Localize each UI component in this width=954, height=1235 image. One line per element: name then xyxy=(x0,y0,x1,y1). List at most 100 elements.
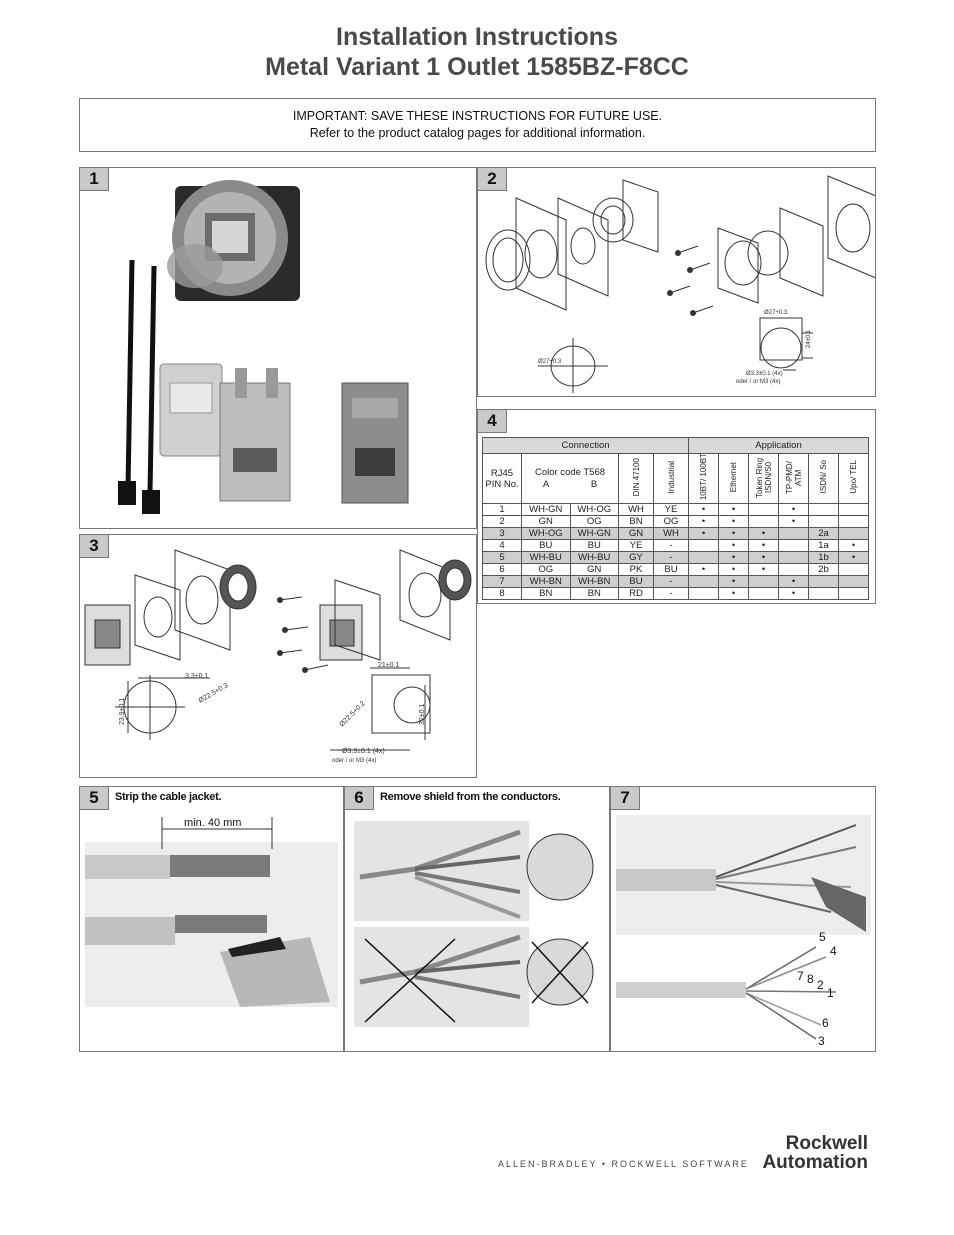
table-cell xyxy=(748,587,779,600)
table-cell: • xyxy=(838,539,869,552)
table-cell xyxy=(808,587,839,600)
table-cell xyxy=(778,551,809,564)
table-cell: - xyxy=(653,539,689,552)
table-cell: OG xyxy=(569,515,619,528)
table-cell: - xyxy=(653,551,689,564)
table-cell: PK xyxy=(618,563,654,576)
dim-d22-5b: Ø22.5+0.2 xyxy=(338,700,366,728)
table-cell: WH-GN xyxy=(569,527,619,540)
table-cell: • xyxy=(778,587,809,600)
table-cell xyxy=(838,575,869,588)
step-2-panel: 2 xyxy=(477,167,877,397)
step-7-panel: 7 5 4 7 8 2 1 6 3 xyxy=(610,786,876,1052)
table-cell: 5 xyxy=(482,551,522,564)
table-cell: 1b xyxy=(808,551,839,564)
table-cell xyxy=(838,503,869,516)
table-cell: WH-BU xyxy=(569,551,619,564)
table-cell: • xyxy=(718,575,749,588)
wire-label-1: 1 xyxy=(827,986,834,1000)
wire-label-7: 7 xyxy=(797,969,804,983)
table-cell: 8 xyxy=(482,587,522,600)
table-cell: YE xyxy=(618,539,654,552)
table-cell xyxy=(838,563,869,576)
step-2-exploded-diagram: Ø27+0.3 Ø27+0.3 24±0.1 Ø3.3±0.1 (4x) ode… xyxy=(485,175,877,393)
doc-title-line1: Installation Instructions xyxy=(336,23,618,51)
table-cell xyxy=(688,575,719,588)
table-cell: • xyxy=(718,515,749,528)
table-cell: • xyxy=(718,563,749,576)
table-cell: 1 xyxy=(482,503,522,516)
table-cell: - xyxy=(653,575,689,588)
table-cell: • xyxy=(718,551,749,564)
table-cell: BN xyxy=(569,587,619,600)
wire-label-4: 4 xyxy=(830,944,837,958)
wire-label-8: 8 xyxy=(807,972,814,986)
step-3-exploded-diagram: 3.3±0.1 Ø22.5+0.3 23.9±0.1 21±0.1 Ø22.5+… xyxy=(84,549,472,764)
table-cell: WH-GN xyxy=(521,503,571,516)
table-cell: • xyxy=(778,515,809,528)
dim-or-m3: oder / or M3 (4x) xyxy=(736,379,780,385)
table-cell: WH-OG xyxy=(521,527,571,540)
table-cell: • xyxy=(718,527,749,540)
table-cell xyxy=(688,539,719,552)
table-cell: BU xyxy=(521,539,571,552)
table-cell: • xyxy=(688,503,719,516)
col-head-tp-pmd: TP-PMD/ ATM xyxy=(784,460,803,494)
table-cell: YE xyxy=(653,503,689,516)
table-cell: 4 xyxy=(482,539,522,552)
table-cell: • xyxy=(748,563,779,576)
table-group-application: Application xyxy=(688,437,869,454)
table-cell: 2a xyxy=(808,527,839,540)
step-3-panel: 3 xyxy=(79,534,477,778)
step-number-5: 5 xyxy=(80,787,109,810)
table-cell: • xyxy=(778,503,809,516)
table-cell: OG xyxy=(653,515,689,528)
col-head-industrial: Industrial xyxy=(666,460,676,494)
table-cell xyxy=(748,515,779,528)
table-cell: • xyxy=(718,587,749,600)
table-cell xyxy=(778,563,809,576)
table-cell xyxy=(688,587,719,600)
table-cell: WH-OG xyxy=(569,503,619,516)
table-cell xyxy=(838,587,869,600)
table-cell: WH-BN xyxy=(569,575,619,588)
important-line2: Refer to the product catalog pages for a… xyxy=(309,126,646,140)
table-cell: GY xyxy=(618,551,654,564)
step-1-panel: 1 xyxy=(79,167,477,529)
step-number-4: 4 xyxy=(478,410,507,433)
table-cell xyxy=(838,527,869,540)
step-5-photo: min. 40 mm xyxy=(85,817,338,1007)
table-cell: • xyxy=(748,539,779,552)
step-number-7: 7 xyxy=(611,787,640,810)
dim-d27-right: Ø27+0.3 xyxy=(764,310,788,316)
wire-label-2: 2 xyxy=(817,978,824,992)
table-cell: • xyxy=(718,503,749,516)
table-cell: GN xyxy=(618,527,654,540)
table-cell: • xyxy=(718,539,749,552)
table-cell: • xyxy=(688,515,719,528)
step-7-photos: 5 4 7 8 2 1 6 3 xyxy=(616,815,871,1048)
dim-24-right: 24±0.1 xyxy=(806,329,812,348)
step-number-1: 1 xyxy=(80,168,109,191)
table-cell xyxy=(808,575,839,588)
step-number-6: 6 xyxy=(345,787,374,810)
table-cell: BU xyxy=(653,563,689,576)
brand-subline: ALLEN-BRADLEY • ROCKWELL SOFTWARE xyxy=(498,1159,749,1169)
step-number-3: 3 xyxy=(80,535,109,558)
table-cell: 7 xyxy=(482,575,522,588)
wire-label-5: 5 xyxy=(819,930,826,944)
step-6-caption: Remove shield from the conductors. xyxy=(380,791,561,803)
table-cell xyxy=(748,503,779,516)
table-cell: WH xyxy=(653,527,689,540)
wire-label-6: 6 xyxy=(822,1016,829,1030)
table-cell xyxy=(778,539,809,552)
table-cell xyxy=(808,515,839,528)
col-head-b: B xyxy=(590,478,598,490)
